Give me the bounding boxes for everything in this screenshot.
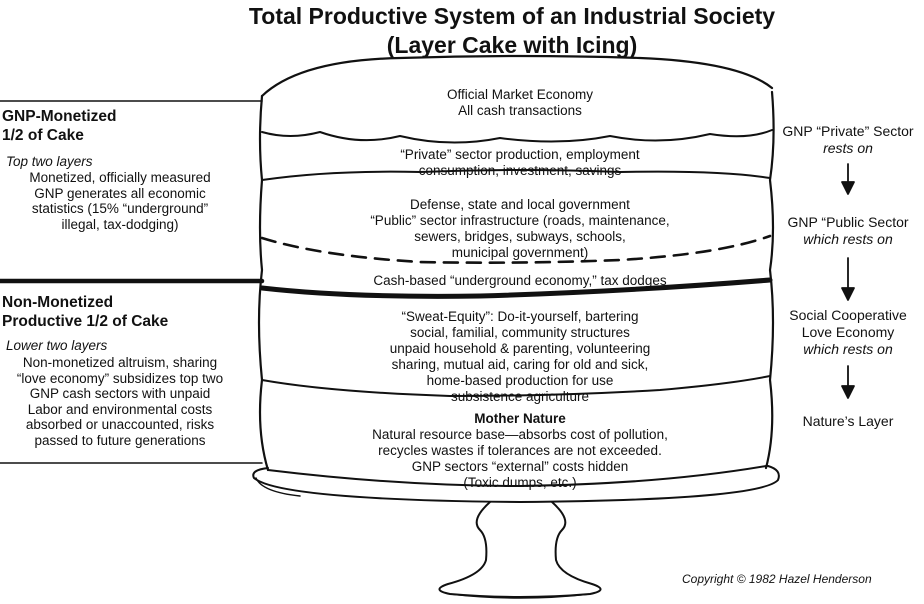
public-line-1: Defense, state and local government [410,197,630,212]
right-label-3-line-3: which rests on [803,341,893,357]
monetization-divider [259,277,773,299]
cake-top-edge [260,54,774,98]
nature-title: Mother Nature [474,411,566,426]
cake-stand-base-edge [449,593,591,599]
private-line-1: “Private” sector production, employment [400,147,640,162]
diagram-subtitle: (Layer Cake with Icing) [386,32,638,58]
down-arrow-1-icon [841,163,855,195]
non-monetized-heading-line-2: Productive 1/2 of Cake [2,313,169,330]
underground-layer-text: Cash-based “underground economy,” tax do… [373,273,667,288]
gnp-monetized-heading-line-1: GNP-Monetized [2,108,117,125]
public-line-2: “Public” sector infrastructure (roads, m… [370,213,670,228]
icing-line-2: All cash transactions [458,103,582,118]
gnp-desc-line-1: Monetized, officially measured [29,170,211,185]
cake-stand-plate-edge [255,477,301,497]
nature-line-3: GNP sectors “external” costs hidden [411,459,629,474]
top-two-layers-label: Top two layers [6,154,93,169]
right-label-private-sector: GNP “Private” Sector rests on [768,123,924,157]
right-label-public-sector: GNP “Public Sector which rests on [768,214,924,248]
nature-line-2: recycles wastes if tolerances are not ex… [378,443,662,458]
right-label-4-line-1: Nature’s Layer [802,413,894,429]
sweat-equity-layer-text: “Sweat-Equity”: Do-it-yourself, barterin… [300,309,740,405]
non-mon-desc-line-2: “love economy” subsidizes top two [16,370,224,386]
right-label-2-line-1: GNP “Public Sector [787,214,909,230]
icing-line-1: Official Market Economy [446,87,594,102]
public-layer-text: Defense, state and local government “Pub… [300,197,740,261]
lower-two-layers-label: Lower two layers [6,338,108,353]
sweat-line-3: unpaid household & parenting, volunteeri… [389,341,651,356]
sweat-line-6: subsistence agriculture [450,389,590,404]
public-line-4: municipal government) [451,245,589,260]
sweat-line-4: sharing, mutual aid, caring for old and … [391,357,649,372]
gnp-monetized-heading: GNP-Monetized 1/2 of Cake [2,107,117,145]
public-line-3: sewers, bridges, subways, schools, [414,229,626,244]
sweat-line-5: home-based production for use [426,373,614,388]
right-label-3-line-2: Love Economy [801,324,895,340]
copyright-notice: Copyright © 1982 Hazel Henderson [682,572,872,586]
private-public-divider [261,169,771,181]
gnp-desc-line-4: illegal, tax-dodging) [61,216,179,232]
non-mon-desc-line-4: Labor and environmental costs [27,401,213,417]
right-label-1-line-1: GNP “Private” Sector [782,123,914,139]
right-label-nature: Nature’s Layer [768,413,924,430]
icing-layer-text: Official Market Economy All cash transac… [330,87,710,119]
down-arrow-2-icon [841,257,855,301]
non-monetized-heading-line-1: Non-Monetized [2,294,114,311]
sweat-line-2: social, familial, community structures [410,325,630,340]
right-label-3-line-1: Social Cooperative [789,307,907,323]
sweat-line-1: “Sweat-Equity”: Do-it-yourself, barterin… [401,309,639,324]
cake-stand-plate [252,465,780,503]
right-label-2-line-2: which rests on [803,231,893,247]
nature-line-1: Natural resource base—absorbs cost of po… [372,427,668,442]
gnp-desc-line-2: GNP generates all economic [34,185,206,201]
gnp-monetized-heading-line-2: 1/2 of Cake [2,127,84,144]
private-layer-text: “Private” sector production, employment … [320,147,720,179]
non-mon-desc-line-3: GNP cash sectors with unpaid [29,386,211,401]
down-arrow-3-icon [841,365,855,399]
non-monetized-description: Non-monetized altruism, sharing “love ec… [0,355,240,448]
non-monetized-heading: Non-Monetized Productive 1/2 of Cake [2,293,168,331]
underground-dashed-divider [260,234,772,264]
cake-bottom-edge [267,465,767,487]
cake-stand-stem [438,501,602,598]
social-nature-divider [261,375,771,397]
right-label-love-economy: Social Cooperative Love Economy which re… [768,307,924,358]
non-mon-desc-line-5: absorbed or unaccounted, risks [25,417,215,432]
nature-layer-text: Mother Nature Natural resource base—abso… [300,411,740,491]
cake-right-side [764,90,775,470]
non-mon-desc-line-6: passed to future generations [34,432,206,448]
right-label-1-line-2: rests on [823,140,873,156]
icing-drip-line [261,129,773,144]
cake-left-side [257,94,270,472]
nature-line-4: (Toxic dumps, etc.) [463,475,577,490]
diagram-title: Total Productive System of an Industrial… [248,3,776,29]
private-line-2: consumption, investment, savings [418,163,622,178]
non-mon-desc-line-1: Non-monetized altruism, sharing [22,355,218,370]
gnp-monetized-description: Monetized, officially measured GNP gener… [0,170,240,232]
gnp-desc-line-3: statistics (15% “underground” [31,201,209,216]
